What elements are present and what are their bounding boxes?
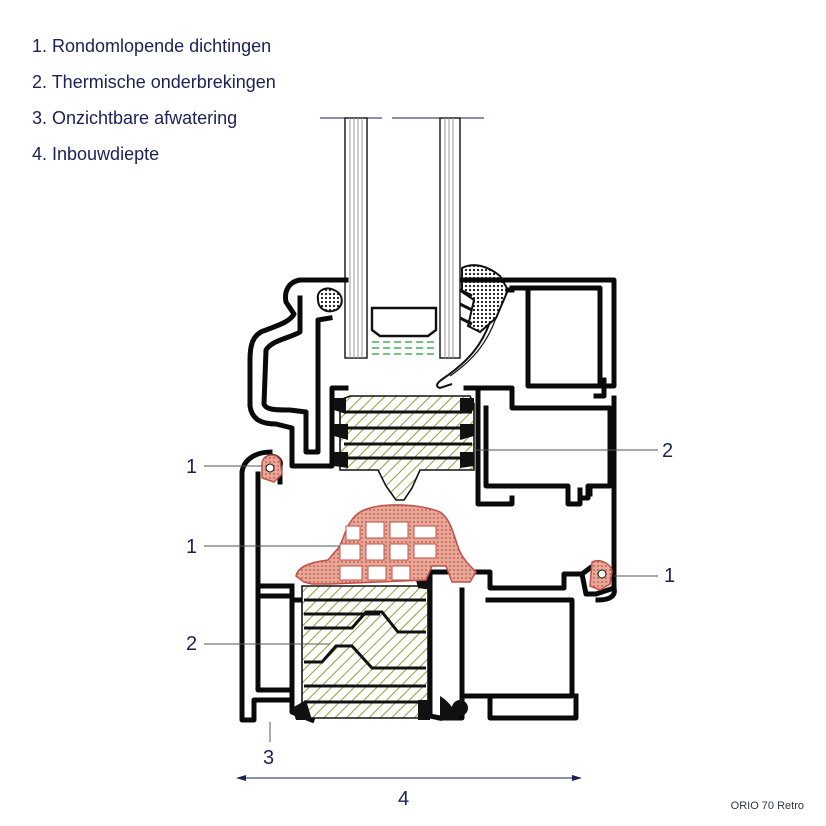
glass-pane-outer <box>439 117 461 359</box>
legend-list: 1. Rondomlopende dichtingen 2. Thermisch… <box>32 28 276 172</box>
callout-drainage: 3 <box>263 747 275 769</box>
frame-profile <box>239 395 617 724</box>
glass-pane-inner <box>344 117 368 359</box>
legend-item-seals: 1. Rondomlopende dichtingen <box>32 36 272 56</box>
sash-thermal-break <box>334 395 475 501</box>
sash-profile <box>247 277 617 507</box>
callout-seal-center: 1 <box>186 536 198 558</box>
seal-center <box>295 504 477 585</box>
seal-center-cells <box>339 521 437 581</box>
legend-item-depth: 4. Inbouwdiepte <box>32 144 160 164</box>
glass-spacer <box>370 306 438 355</box>
callout-seal-left-upper: 1 <box>186 456 198 478</box>
glazing-unit <box>320 117 484 359</box>
frame-thermal-break <box>292 572 468 720</box>
product-label: ORIO 70 Retro <box>730 800 804 812</box>
legend-item-drainage: 3. Onzichtbare afwatering <box>32 108 238 128</box>
callout-seal-right: 1 <box>664 565 676 587</box>
callout-leaders <box>204 449 658 742</box>
perimeter-seals <box>261 454 613 591</box>
callout-thermal-left: 2 <box>186 633 198 655</box>
legend-item-thermal-breaks: 2. Thermische onderbrekingen <box>32 72 276 92</box>
callout-depth: 4 <box>398 788 410 810</box>
depth-dimension-line <box>236 775 582 781</box>
callout-thermal-right: 2 <box>662 440 674 462</box>
